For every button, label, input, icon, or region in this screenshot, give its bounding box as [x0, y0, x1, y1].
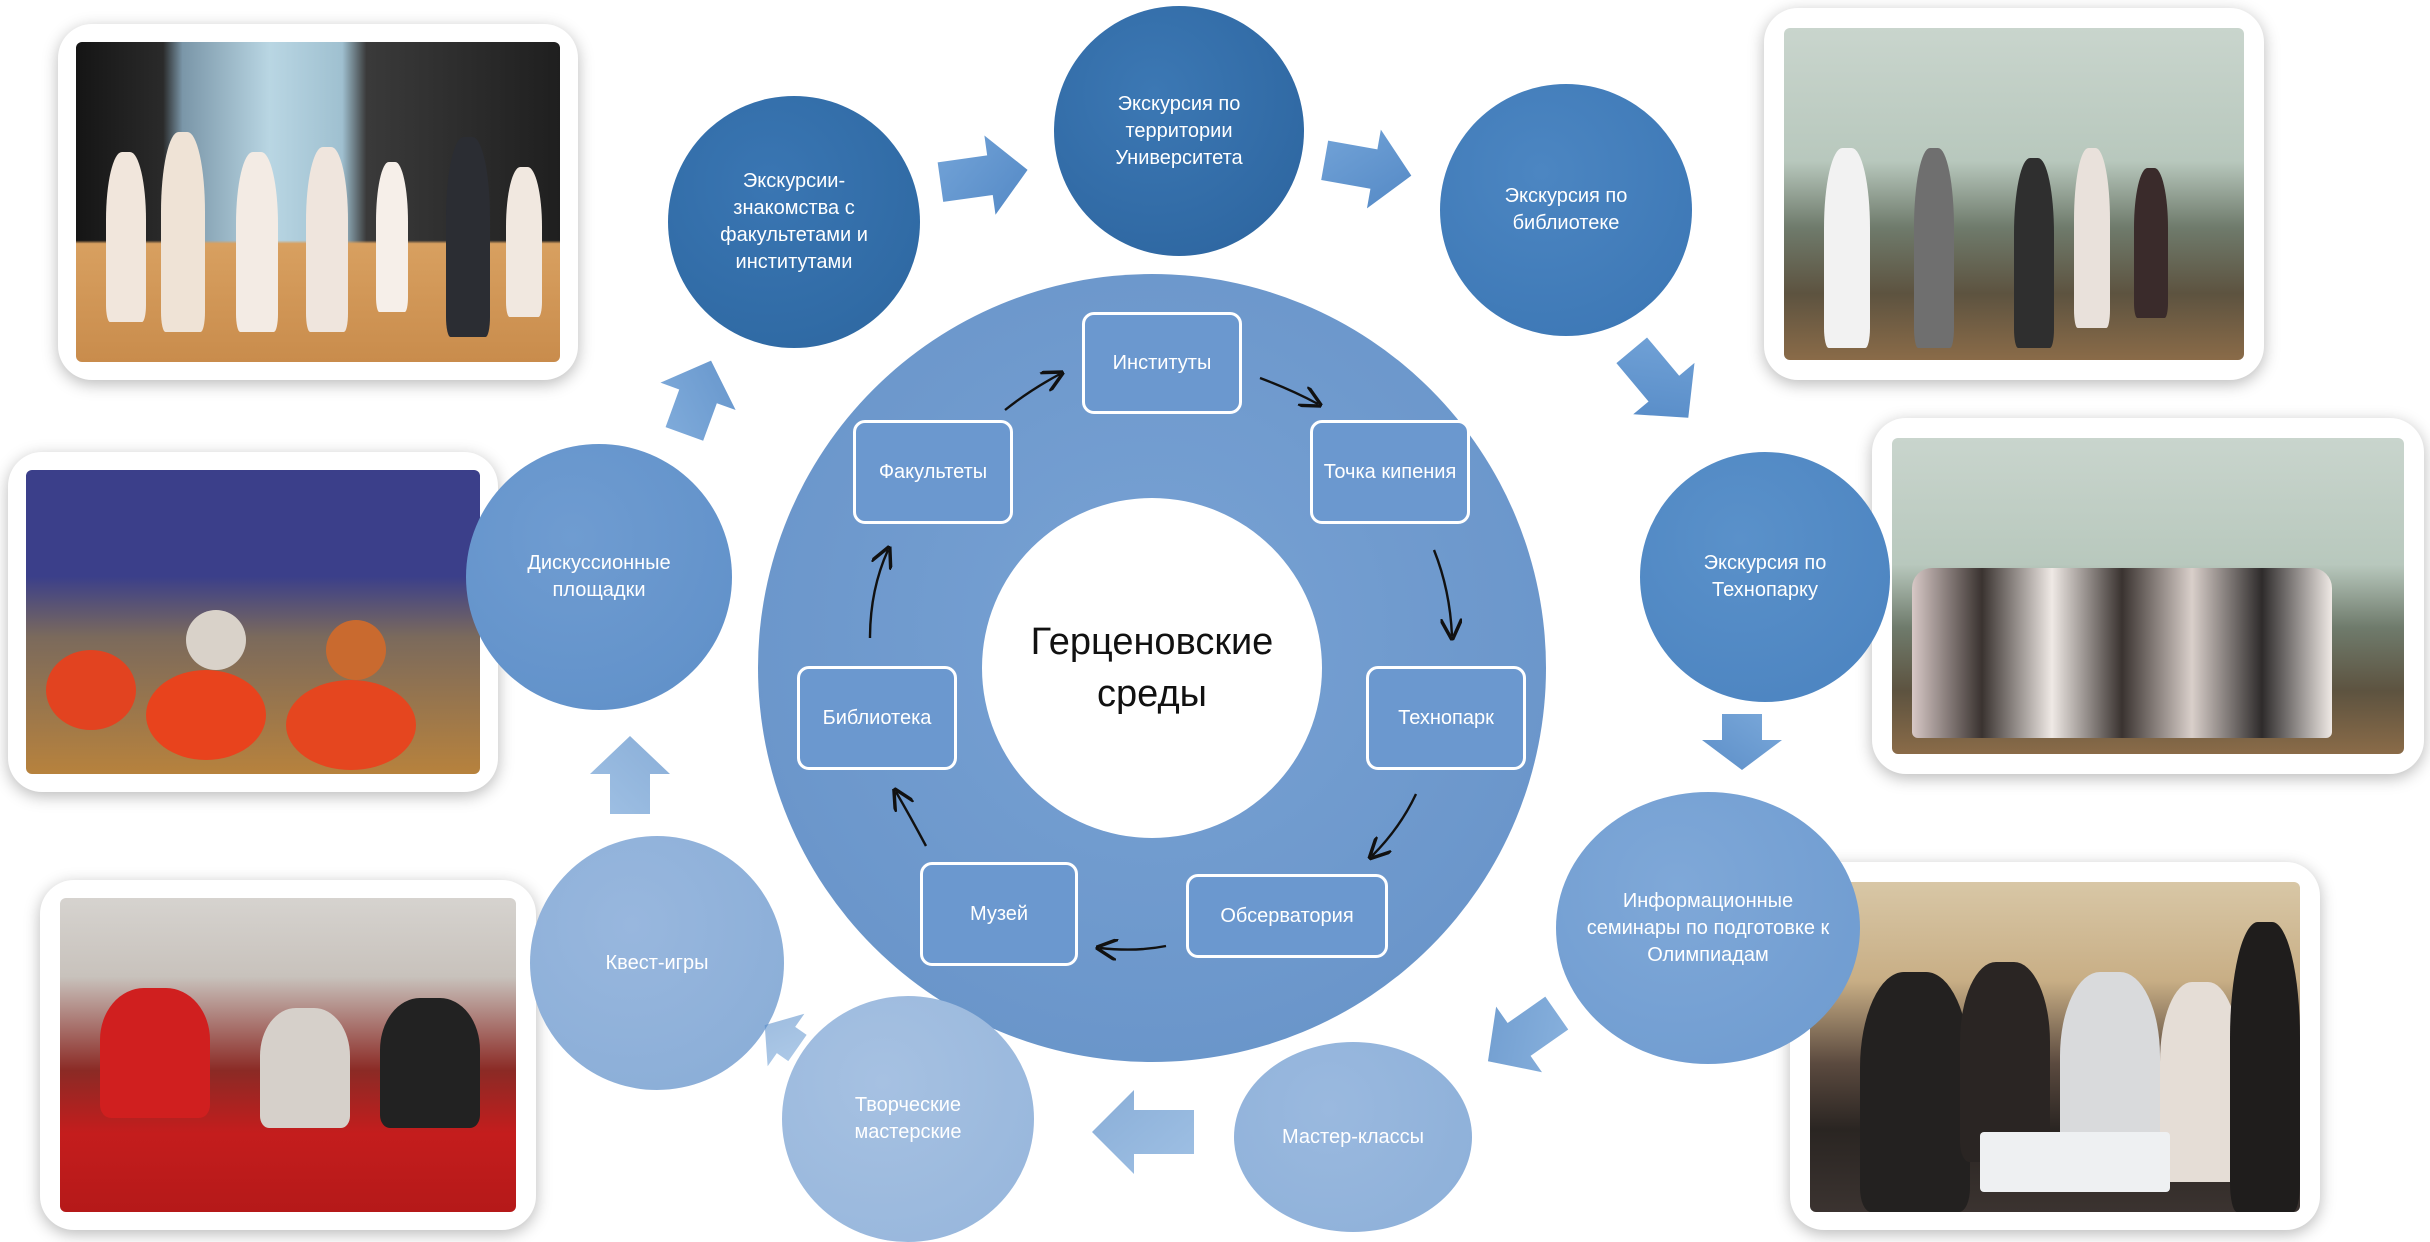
inner-arrow-fakultety-instituty	[1004, 374, 1060, 411]
inner-arrow-biblioteka-fakultety	[868, 550, 888, 639]
photo-discussion-lounge	[8, 452, 498, 792]
outer-arrow-9	[660, 360, 736, 441]
outer-node-ekskursii-fakultety: Экскурсии-знакомства с факультетами и ин…	[668, 96, 920, 348]
inner-node-instituty: Институты	[1082, 312, 1242, 414]
photo-library-excursion	[1764, 8, 2264, 380]
outer-node-diskussionnye: Дискуссионные площадки	[466, 444, 732, 710]
outer-node-ekskursiya-universitet: Экскурсия по территории Университета	[1054, 6, 1304, 256]
center-title: Герценовские среды	[982, 498, 1322, 838]
inner-node-tekhnopark: Технопарк	[1366, 666, 1526, 770]
outer-arrow-4	[1702, 714, 1782, 770]
inner-arrow-tekhnopark-observatoriya	[1372, 793, 1418, 856]
outer-arrow-1	[937, 135, 1028, 215]
outer-arrow-2	[1321, 129, 1412, 209]
outer-node-seminary: Информационные семинары по подготовке к …	[1556, 792, 1860, 1064]
photo-olympiad-seminar	[1790, 862, 2320, 1230]
inner-arrow-tochka-tekhnopark	[1432, 549, 1452, 636]
outer-arrow-5	[1487, 996, 1569, 1073]
outer-arrow-7	[764, 1013, 807, 1067]
inner-node-observatoriya: Обсерватория	[1186, 874, 1388, 958]
outer-node-kvest: Квест-игры	[530, 836, 784, 1090]
photo-technopark-excursion	[1872, 418, 2424, 774]
inner-arrow-muzey-biblioteka	[896, 792, 928, 847]
outer-node-master-klassy: Мастер-классы	[1234, 1042, 1472, 1232]
photo-quest-game	[40, 880, 536, 1230]
outer-node-ekskursiya-tekhnopark: Экскурсия по Технопарку	[1640, 452, 1890, 702]
inner-node-muzey: Музей	[920, 862, 1078, 966]
outer-node-tvorcheskie: Творческие мастерские	[782, 996, 1034, 1242]
outer-arrow-8	[590, 736, 670, 814]
inner-arrow-observatoriya-muzey	[1100, 946, 1167, 950]
inner-node-biblioteka: Библиотека	[797, 666, 957, 770]
outer-node-ekskursiya-biblioteka: Экскурсия по библиотеке	[1440, 84, 1692, 336]
outer-arrow-6	[1092, 1090, 1194, 1174]
inner-node-fakultety: Факультеты	[853, 420, 1013, 524]
outer-arrow-3	[1616, 337, 1695, 418]
inner-node-tochka: Точка кипения	[1310, 420, 1470, 524]
photo-choir-performance	[58, 24, 578, 380]
inner-arrow-instituty-tochka	[1259, 376, 1318, 404]
